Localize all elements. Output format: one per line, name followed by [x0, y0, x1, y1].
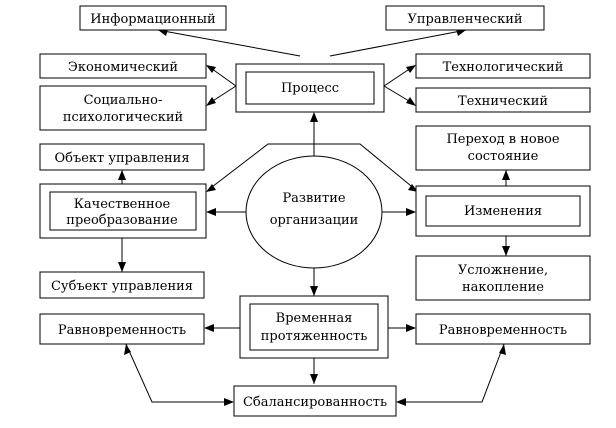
arrow-balance-right	[396, 398, 406, 406]
node-complication-label-line1: Усложнение,	[458, 263, 548, 278]
node-development-label-line1: Развитие	[282, 191, 345, 206]
node-balance-label: Сбалансированность	[243, 395, 387, 410]
node-time-extent-label-line1: Временная	[276, 311, 353, 326]
development-outline	[207, 143, 417, 191]
node-sociopsych-label-line1: Социально-	[84, 93, 163, 108]
node-simultaneity-right-label: Равновременность	[439, 323, 567, 338]
arrow-simultaneity-left-up	[124, 344, 131, 355]
node-qualitative-label-line2: преобразование	[66, 213, 178, 228]
node-mgmt-object-label: Объект управления	[54, 151, 189, 166]
node-managerial: Управленческий	[385, 5, 545, 31]
arrow-simultaneity-right-up	[499, 344, 506, 355]
node-informational-label: Информационный	[90, 12, 215, 27]
node-transition: Переход в новое состояние	[415, 125, 591, 171]
node-mgmt-subject: Субъект управления	[39, 271, 205, 299]
node-informational: Информационный	[79, 5, 227, 31]
node-technical: Технический	[415, 87, 591, 113]
arrowheads	[118, 29, 510, 406]
arrow-simultaneity-left	[204, 324, 214, 332]
node-time-extent: Временная протяженность	[239, 295, 389, 359]
node-mgmt-subject-label: Субъект управления	[51, 279, 193, 294]
arrow-balance-left	[224, 398, 234, 406]
node-development: Развитие организации	[245, 155, 383, 269]
arrow-managerial	[456, 29, 466, 36]
arrow-technical	[406, 97, 416, 106]
node-process: Процесс	[235, 63, 385, 113]
node-time-extent-label-line2: протяженность	[261, 329, 368, 344]
connector-process-informational	[157, 29, 301, 57]
connector-process-managerial	[329, 29, 467, 57]
node-changes-label: Изменения	[464, 204, 542, 219]
node-changes: Изменения	[415, 185, 591, 237]
node-complication: Усложнение, накопление	[415, 255, 591, 301]
node-qualitative: Качественное преобразование	[39, 183, 207, 239]
node-mgmt-object: Объект управления	[39, 143, 205, 171]
node-simultaneity-left: Равновременность	[39, 313, 205, 345]
node-development-label-line2: организации	[270, 213, 359, 228]
node-transition-label-line1: Переход в новое	[446, 132, 559, 147]
node-managerial-label: Управленческий	[407, 12, 522, 27]
node-complication-label-line2: накопление	[462, 280, 544, 295]
connector-balance-simultaneity-right	[398, 343, 505, 403]
arrow-informational	[158, 29, 168, 36]
node-process-label: Процесс	[281, 81, 339, 96]
arrow-simultaneity-right	[406, 324, 416, 332]
arrow-time-down	[310, 286, 318, 296]
node-transition-label-line2: состояние	[468, 149, 539, 164]
arrow-qualitative-left	[206, 208, 216, 216]
node-simultaneity-right: Равновременность	[415, 313, 591, 345]
arrow-technological	[406, 65, 416, 73]
node-technical-label: Технический	[458, 94, 548, 109]
node-technological: Технологический	[415, 53, 591, 79]
arrow-balance-down	[310, 374, 318, 384]
arrow-subject-down	[118, 262, 126, 272]
arrow-complication-down	[502, 246, 510, 256]
node-economic: Экономический	[39, 53, 207, 79]
node-balance: Сбалансированность	[233, 385, 397, 417]
node-simultaneity-left-label: Равновременность	[58, 323, 186, 338]
node-economic-label: Экономический	[68, 60, 178, 75]
arrow-process-up	[310, 112, 318, 122]
arrow-economic	[206, 65, 216, 73]
arrow-qualitative-outline	[206, 184, 216, 192]
arrow-sociopsych	[206, 97, 216, 106]
node-qualitative-label-line1: Качественное	[74, 197, 171, 212]
node-sociopsych-label-line2: психологический	[63, 110, 183, 125]
arrow-object-up	[118, 170, 126, 180]
arrow-changes-right	[406, 208, 416, 216]
node-sociopsych: Социально- психологический	[39, 85, 207, 131]
node-technological-label: Технологический	[443, 60, 564, 75]
arrow-transition-up	[502, 170, 510, 180]
connector-balance-simultaneity-left	[125, 343, 232, 403]
